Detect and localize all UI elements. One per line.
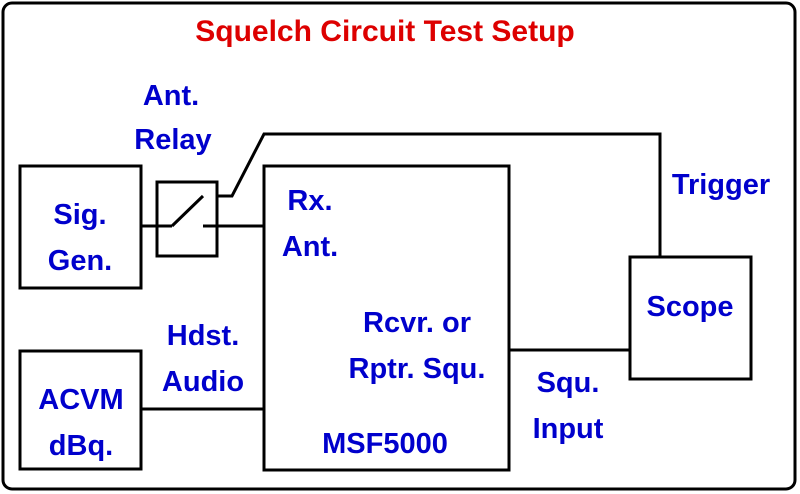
- acvm-label-line1: ACVM: [38, 384, 123, 416]
- hdst-audio-label-line2: Audio: [162, 366, 244, 398]
- scope-block: Scope: [628, 255, 753, 381]
- rx-ant-label-line1: Rx.: [287, 185, 332, 217]
- diagram-title: Squelch Circuit Test Setup: [195, 15, 575, 48]
- msf5000-box: [262, 164, 511, 472]
- rx-ant-label-line2: Ant.: [282, 231, 338, 263]
- sig-gen-label-line2: Gen.: [48, 245, 112, 277]
- ant-relay-label-line2: Relay: [134, 124, 211, 156]
- rcvr-label-line1: Rcvr. or: [363, 307, 471, 339]
- msf5000-label: MSF5000: [322, 428, 448, 460]
- ant-relay: Ant. Relay: [134, 80, 219, 258]
- sig-gen-label-line1: Sig.: [53, 199, 106, 231]
- relay-switch-arm: [170, 194, 205, 228]
- msf5000-block: Rx. Ant. Rcvr. or Rptr. Squ. MSF5000: [262, 164, 511, 472]
- squ-input-label-line2: Input: [533, 413, 604, 445]
- sig-gen-block: Sig. Gen.: [18, 164, 143, 290]
- rcvr-label-line2: Rptr. Squ.: [349, 353, 486, 385]
- wire-relay-to-trigger: [217, 132, 662, 257]
- acvm-label-line2: dBq.: [49, 430, 113, 462]
- acvm-block: ACVM dBq.: [18, 349, 143, 471]
- ant-relay-label-line1: Ant.: [143, 80, 199, 112]
- trigger-label: Trigger: [672, 169, 770, 201]
- ant-relay-box: [155, 180, 219, 258]
- scope-label: Scope: [646, 291, 733, 323]
- scope-box: [628, 255, 753, 381]
- hdst-audio-label-line1: Hdst.: [167, 320, 240, 352]
- squ-input-label-line1: Squ.: [537, 367, 600, 399]
